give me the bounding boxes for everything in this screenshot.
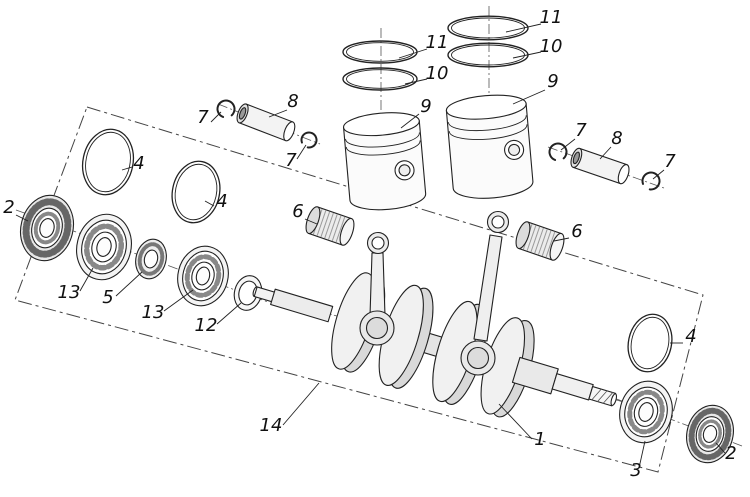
leader-line-11 (505, 23, 542, 33)
part-label-8: 8 (611, 128, 622, 149)
part-label-13: 13 (142, 302, 165, 323)
shim-washer (233, 275, 263, 311)
part-label-6: 6 (292, 201, 303, 222)
oil-seal-right (686, 404, 734, 464)
leader-line-5 (115, 271, 143, 297)
oil-seal-left (19, 194, 75, 262)
piston-ring-right-top (447, 15, 529, 41)
leader-line-7 (560, 138, 576, 151)
piston-ring-left-top (342, 40, 418, 64)
piston-ring-right-second (447, 42, 529, 68)
circlip-right-inner (548, 142, 568, 162)
part-label-4: 4 (133, 153, 144, 174)
leader-line-8 (268, 109, 288, 118)
part-label-6: 6 (571, 221, 582, 242)
part-label-14: 14 (260, 415, 283, 436)
wrist-pin-right (570, 147, 630, 185)
part-label-7: 7 (197, 107, 209, 128)
leader-line-14 (282, 382, 320, 426)
main-bearing-left-1 (76, 213, 132, 281)
connecting-rod-left (359, 231, 395, 346)
part-label-5: 5 (102, 287, 113, 308)
piston-right (445, 94, 534, 199)
o-ring-left-2 (171, 160, 221, 224)
part-label-11: 11 (426, 32, 449, 53)
leader-line-4 (121, 166, 133, 171)
circlip-left-inner (300, 131, 318, 149)
needle-bearing-left (305, 206, 355, 246)
leader-line-8 (599, 146, 612, 160)
leader-line-12 (216, 302, 242, 325)
leader-line-2 (15, 214, 29, 222)
wrist-pin-left (236, 103, 296, 142)
leader-line-2 (715, 442, 726, 454)
part-label-2: 2 (3, 197, 14, 218)
part-label-1: 1 (534, 429, 545, 450)
leader-line-1 (498, 403, 533, 440)
part-label-4: 4 (685, 326, 696, 347)
leader-line-3 (638, 440, 646, 469)
leader-line-13 (163, 289, 194, 312)
part-label-9: 9 (420, 96, 431, 117)
part-label-8: 8 (287, 91, 298, 112)
part-label-2: 2 (725, 443, 736, 464)
part-label-13: 13 (58, 282, 81, 303)
leader-line-13 (79, 267, 94, 292)
leader-line-7 (652, 169, 665, 180)
circlip-left-outer (216, 99, 236, 119)
part-label-7: 7 (664, 151, 676, 172)
needle-bearing-right (515, 221, 565, 261)
part-label-4: 4 (216, 191, 227, 212)
circlip-right-outer (641, 171, 661, 191)
piston-ring-left-second (342, 67, 418, 91)
leader-line-7 (296, 144, 307, 160)
main-bearing-right (619, 380, 673, 444)
part-label-7: 7 (285, 150, 297, 171)
piston-left (343, 112, 427, 211)
part-label-9: 9 (547, 71, 558, 92)
leader-line-6 (304, 218, 318, 225)
spacer-collar (135, 238, 167, 280)
leader-line-9 (400, 113, 420, 129)
main-bearing-left-2 (177, 245, 229, 307)
part-label-3: 3 (630, 460, 641, 481)
part-label-12: 12 (195, 315, 218, 336)
leader-line-11 (398, 48, 428, 59)
crankshaft (252, 272, 642, 418)
leader-line-9 (512, 89, 546, 105)
connecting-rod-right (460, 210, 510, 376)
part-label-10: 10 (426, 63, 449, 84)
part-label-7: 7 (575, 120, 587, 141)
leader-line-7 (210, 111, 222, 123)
part-label-10: 10 (540, 36, 563, 57)
leader-line-4 (204, 200, 215, 207)
leader-line-10 (512, 51, 542, 59)
o-ring-left-1 (81, 128, 135, 196)
part-label-11: 11 (540, 7, 563, 28)
o-ring-right (627, 313, 673, 373)
leader-line-10 (404, 78, 428, 85)
leader-line-6 (553, 237, 570, 242)
crank-right-shaft (551, 373, 594, 401)
